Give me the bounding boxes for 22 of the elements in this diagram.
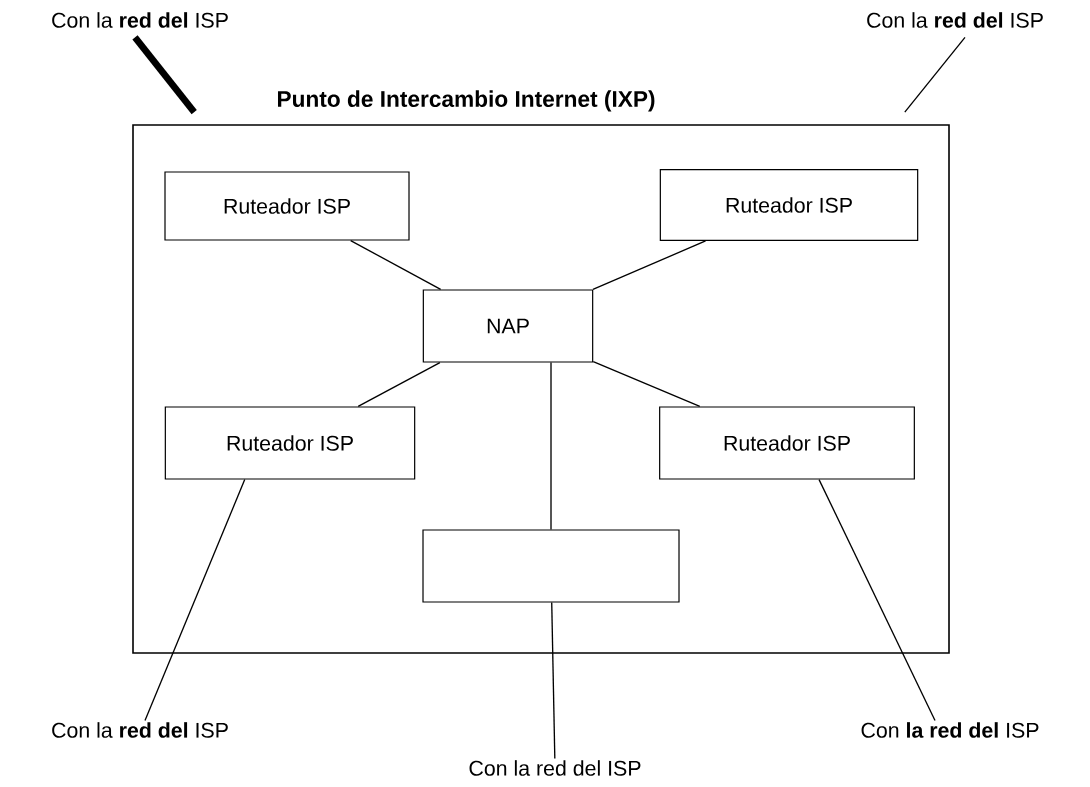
connector-line [904, 36, 966, 113]
connection-label: Con la red del ISP [52, 722, 228, 738]
connector-line [357, 361, 441, 408]
connector-line [350, 239, 442, 291]
router-box: Ruteador ISP [164, 406, 416, 480]
connector-line [132, 35, 197, 115]
connection-label: Con la red del ISP [52, 12, 228, 28]
connector-line [592, 240, 707, 291]
connector-line [550, 361, 552, 531]
frame-title: Punto de Intercambio Internet (IXP) [278, 90, 655, 112]
router-box: Ruteador ISP [659, 169, 919, 241]
empty-box [422, 529, 680, 603]
connection-label: Con la red del ISP [867, 12, 1043, 28]
router-box: Ruteador ISP [164, 171, 410, 241]
connector-line [144, 478, 246, 722]
router-box: NAP [422, 289, 594, 363]
connection-label: Con la red del ISP [469, 760, 641, 776]
router-box: Ruteador ISP [659, 406, 915, 480]
connection-label: Con la red del ISP [861, 722, 1039, 738]
connector-line [592, 361, 701, 408]
connector-line [551, 601, 556, 760]
connector-line [818, 478, 936, 722]
